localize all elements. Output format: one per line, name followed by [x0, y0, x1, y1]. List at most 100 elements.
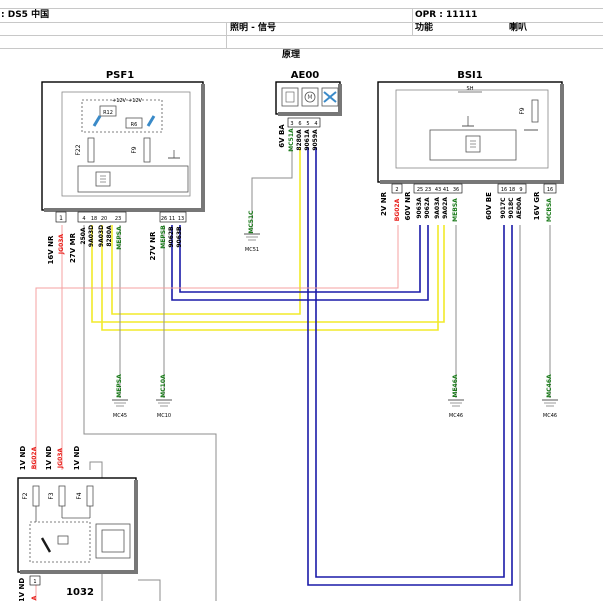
bsi1-c3-label: 60V BE — [485, 192, 493, 220]
svg-text:MCBSA: MCBSA — [546, 198, 553, 222]
svg-text:3: 3 — [290, 121, 293, 127]
c1032-fuse-f3 — [58, 485, 66, 507]
wire-blue-9063 — [179, 225, 421, 293]
bsi1-body — [377, 81, 563, 183]
svg-text:23: 23 — [115, 216, 121, 222]
svg-text:9A02A: 9A02A — [442, 197, 449, 219]
bsi1-module-icon — [465, 135, 481, 153]
svg-text:JG03A: JG03A — [57, 448, 64, 470]
c1032-switch — [40, 537, 52, 553]
svg-text:5: 5 — [306, 121, 309, 127]
svg-text:25: 25 — [417, 187, 423, 193]
svg-text:1V ND: 1V ND — [73, 446, 81, 471]
svg-text:BG02A: BG02A — [31, 446, 38, 469]
header-row-2: 照明 - 信号 功能 喇叭 — [0, 22, 603, 36]
ae00-horn-icon — [321, 87, 339, 107]
svg-text:MEPSA: MEPSA — [116, 374, 123, 398]
psf1-c3-label: 27V NR — [149, 231, 157, 260]
svg-text:16: 16 — [501, 187, 507, 193]
psf1-supply2-label: +12V — [128, 98, 143, 104]
c1032-module-icon — [101, 529, 125, 553]
ground-mc46-a: ME46A MC46 — [448, 374, 464, 419]
svg-text:MC10A: MC10A — [160, 374, 167, 398]
svg-text:250A: 250A — [80, 227, 87, 245]
svg-text:MC51C: MC51C — [248, 210, 255, 234]
wire-grey-mc51 — [251, 147, 293, 232]
psf1-relay-box — [81, 99, 163, 133]
svg-text:F22: F22 — [75, 144, 82, 155]
svg-text:1: 1 — [33, 579, 36, 585]
svg-text:ME46A: ME46A — [452, 374, 459, 397]
bsi1-c2-label: 60V NR — [404, 191, 412, 220]
psf1-fuse-f22 — [87, 137, 95, 163]
header-row-3 — [0, 36, 603, 49]
svg-text:MC51: MC51 — [245, 247, 259, 253]
wire-blue-9061 — [307, 147, 513, 586]
svg-text:MC51A: MC51A — [288, 128, 295, 152]
ground-mc51: MC51C MC51 — [244, 210, 260, 253]
svg-text:23: 23 — [425, 187, 431, 193]
component-1032: F2 F3 F4 — [17, 477, 138, 574]
svg-text:AE00A: AE00A — [516, 197, 523, 219]
c1032-bottom: 1 1V ND A 1032 — [18, 575, 94, 601]
psf1-c2-label: 27V MR — [69, 232, 77, 263]
svg-text:9018C: 9018C — [508, 197, 515, 219]
c1032-fuse-f2 — [32, 485, 40, 507]
system-label: 照明 - 信号 — [230, 23, 277, 33]
svg-text:36: 36 — [453, 187, 459, 193]
svg-text:9059A: 9059A — [312, 129, 319, 151]
wire-grey-250a — [83, 225, 217, 601]
svg-text:1V ND: 1V ND — [19, 446, 27, 471]
psf1-connectors: 1 16V NR 4 18 20 23 27V MR 26 11 13 27V … — [47, 211, 187, 264]
psf1-c1-label: 16V NR — [47, 235, 55, 264]
component-psf1: PSF1 R12 R6 +12V +12V F22 F9 — [41, 70, 205, 212]
svg-text:1: 1 — [59, 215, 63, 222]
svg-text:F4: F4 — [76, 492, 83, 499]
bsi1-wire-labels: BG02A 9063A 9062A 9A03A 9A02A MEBSA 9017… — [394, 197, 553, 222]
psf1-body — [41, 81, 204, 211]
psf1-supply1-label: +12V — [112, 98, 127, 104]
function-value: 喇叭 — [509, 23, 528, 33]
svg-text:1V ND: 1V ND — [45, 446, 53, 471]
c1032-fuse-f4 — [86, 485, 94, 507]
component-bsi1: BSI1 SH F9 — [377, 70, 564, 184]
svg-text:26: 26 — [161, 216, 167, 222]
svg-text:6: 6 — [298, 121, 301, 127]
svg-text:43: 43 — [435, 187, 441, 193]
c1032-top-labels: 1V ND BG02A 1V ND JG03A 1V ND — [19, 446, 81, 471]
svg-text:MEPSA: MEPSA — [116, 226, 123, 250]
svg-text:9A03D: 9A03D — [98, 225, 105, 247]
wire-red-bg02 — [35, 225, 399, 470]
svg-text:9062B: 9062B — [168, 226, 175, 248]
svg-text:MC45: MC45 — [113, 413, 127, 419]
ground-mc46-b: MC46A MC46 — [542, 374, 558, 419]
wire-blue-9059 — [315, 147, 505, 578]
bsi1-c1-label: 2V NR — [380, 191, 388, 216]
svg-text:9A03A: 9A03A — [434, 197, 441, 219]
svg-text:MC10: MC10 — [157, 413, 171, 419]
svg-text:MEPSB: MEPSB — [160, 225, 167, 249]
svg-text:SH: SH — [467, 86, 474, 92]
psf1-relay1-switch — [92, 115, 102, 127]
section-title: 原理 — [282, 50, 301, 60]
psf1-relay1-label: R12 — [103, 110, 113, 116]
svg-text:8280A: 8280A — [106, 225, 113, 247]
svg-text:JG03A: JG03A — [58, 234, 65, 256]
wire-yellow-9a02 — [101, 225, 439, 331]
svg-text:F2: F2 — [22, 492, 29, 499]
svg-text:2: 2 — [395, 187, 398, 193]
opr-label: OPR : 11111 — [415, 10, 478, 20]
svg-text:BG02A: BG02A — [394, 198, 401, 221]
psf1-module-icon — [95, 171, 111, 187]
ae00-title: AE00 — [291, 70, 320, 81]
svg-text:9063A: 9063A — [416, 197, 423, 219]
svg-text:9A03D: 9A03D — [88, 225, 95, 247]
svg-text:9062A: 9062A — [424, 197, 431, 219]
svg-text:M: M — [307, 94, 312, 101]
svg-text:F3: F3 — [48, 492, 55, 499]
psf1-title: PSF1 — [106, 70, 134, 81]
svg-text:MC46A: MC46A — [546, 374, 553, 398]
psf1-wire-labels: JG03A 250A 9A03D 9A03D 8280A MEPSA MEPSB… — [58, 225, 183, 255]
svg-text:8280A: 8280A — [296, 129, 303, 151]
